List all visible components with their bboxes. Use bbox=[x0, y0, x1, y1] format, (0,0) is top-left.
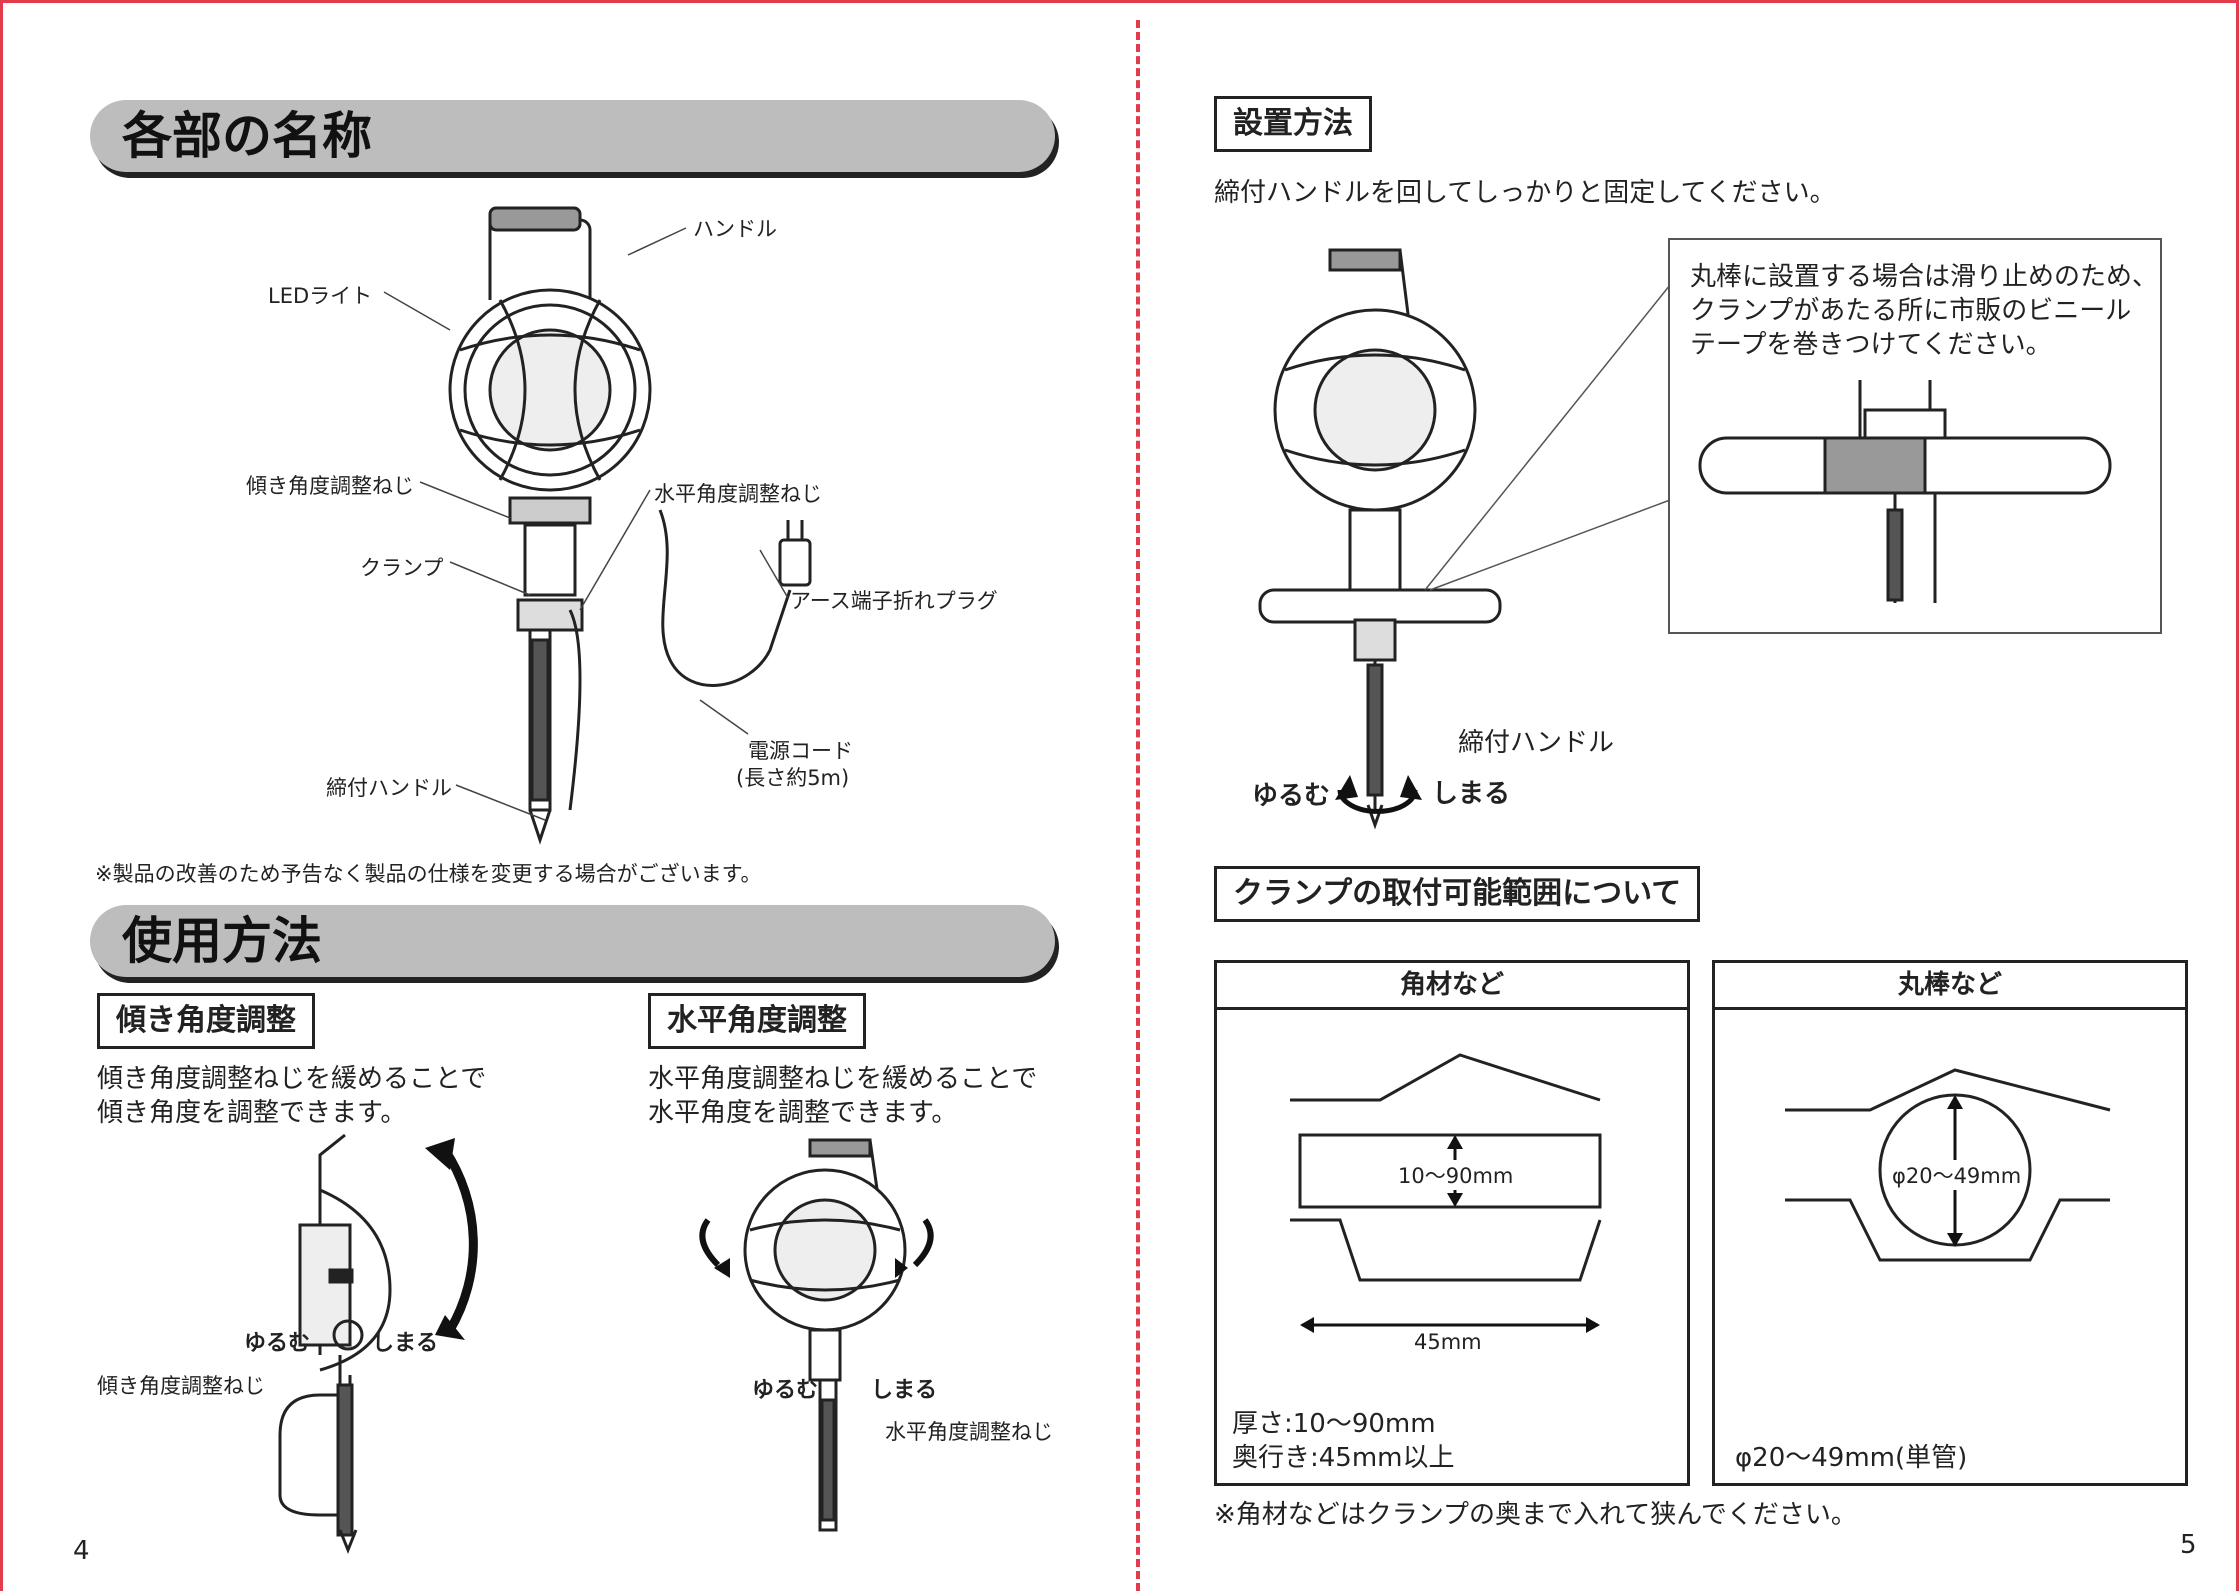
callout-pointer bbox=[1424, 284, 1671, 591]
horizontal-desc-line2: 水平角度を調整できます。 bbox=[648, 1098, 958, 1128]
label-clamp: クランプ bbox=[360, 556, 444, 580]
horizontal-desc-line1: 水平角度調整ねじを緩めることで bbox=[648, 1064, 1038, 1094]
product-illustration bbox=[448, 206, 652, 845]
install-illustration bbox=[1258, 248, 1502, 830]
tilt-screw-label: 傾き角度調整ねじ bbox=[97, 1374, 265, 1398]
horizontal-tighten-label: しまる bbox=[871, 1378, 938, 1403]
horizontal-illustration bbox=[699, 1138, 934, 1532]
square-lumber-diagram bbox=[1290, 1053, 1602, 1333]
label-tilt-screw: 傾き角度調整ねじ bbox=[246, 474, 414, 498]
install-loosen-label: ゆるむ bbox=[1252, 781, 1331, 811]
install-text: 締付ハンドルを回してしっかりと固定してください。 bbox=[1214, 178, 1836, 208]
spec-change-note: ※製品の改善のため予告なく製品の仕様を変更する場合がございます。 bbox=[95, 862, 762, 886]
callout-line2: クランプがあたる所に市販のビニール bbox=[1690, 296, 2132, 326]
square-spec-depth: 奥行き:45mm以上 bbox=[1232, 1443, 1455, 1473]
tilt-heading: 傾き角度調整 bbox=[97, 993, 315, 1049]
section-banner-parts bbox=[90, 100, 1055, 172]
install-tighten-label: しまる bbox=[1432, 779, 1511, 809]
label-cord-line1: 電源コード bbox=[748, 739, 853, 763]
install-heading: 設置方法 bbox=[1214, 96, 1372, 152]
page-border-top bbox=[0, 0, 2239, 3]
horizontal-heading: 水平角度調整 bbox=[648, 993, 866, 1049]
label-cord-line2: (長さ約5m) bbox=[736, 766, 850, 790]
section-banner-usage bbox=[90, 905, 1055, 977]
page-number-right: 5 bbox=[2180, 1530, 2197, 1560]
tilt-loosen-label: ゆるむ bbox=[244, 1331, 311, 1356]
label-plug: アース端子折れプラグ bbox=[790, 589, 998, 613]
callout-line3: テープを巻きつけてください。 bbox=[1690, 330, 2052, 360]
callout-line1: 丸棒に設置する場合は滑り止めのため、 bbox=[1690, 262, 2159, 292]
tilt-illustration bbox=[278, 1133, 478, 1555]
install-tighten-handle: 締付ハンドル bbox=[1458, 728, 1615, 758]
square-width-label: 45mm bbox=[1414, 1330, 1482, 1354]
horizontal-loosen-label: ゆるむ bbox=[752, 1378, 819, 1403]
tilt-desc-line2: 傾き角度を調整できます。 bbox=[97, 1098, 407, 1128]
label-tighten-handle: 締付ハンドル bbox=[326, 776, 452, 800]
square-lumber-title: 角材など bbox=[1217, 963, 1687, 1010]
label-handle: ハンドル bbox=[693, 217, 777, 241]
page-border-right bbox=[2236, 0, 2239, 1591]
clamp-footnote: ※角材などはクランプの奥まで入れて狭んでください。 bbox=[1214, 1500, 1857, 1530]
square-spec-thickness: 厚さ:10〜90mm bbox=[1232, 1409, 1436, 1439]
horizontal-screw-label: 水平角度調整ねじ bbox=[885, 1420, 1053, 1444]
tilt-desc-line1: 傾き角度調整ねじを緩めることで bbox=[97, 1064, 487, 1094]
section-title-parts: 各部の名称 bbox=[122, 107, 372, 165]
label-horizontal-screw: 水平角度調整ねじ bbox=[654, 482, 822, 506]
page-divider bbox=[1136, 20, 1140, 1591]
square-thickness-label: 10〜90mm bbox=[1394, 1160, 1518, 1190]
taped-bar-illustration bbox=[1698, 380, 2112, 603]
tilt-tighten-label: しまる bbox=[372, 1331, 439, 1356]
round-spec: φ20〜49mm(単管) bbox=[1735, 1443, 1968, 1473]
label-led-light: LEDライト bbox=[268, 284, 373, 308]
page-border-left bbox=[0, 0, 3, 1591]
square-lumber-panel: 角材など bbox=[1214, 960, 1690, 1486]
round-bar-title: 丸棒など bbox=[1715, 963, 2185, 1010]
leader-lines bbox=[383, 227, 789, 821]
range-heading: クランプの取付可能範囲について bbox=[1214, 866, 1701, 922]
power-cord-illustration bbox=[658, 509, 812, 687]
section-title-usage: 使用方法 bbox=[122, 912, 322, 970]
page-number-left: 4 bbox=[73, 1536, 90, 1566]
round-diameter-label: φ20〜49mm bbox=[1888, 1160, 2026, 1190]
